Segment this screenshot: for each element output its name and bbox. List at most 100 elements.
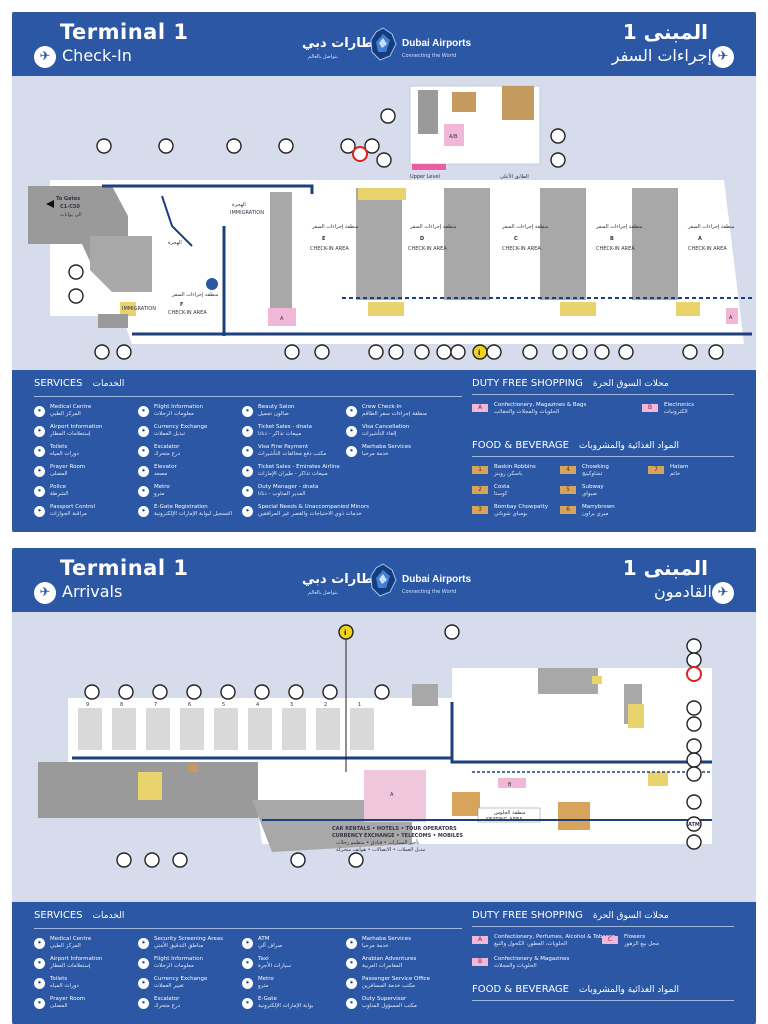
service-label: Special Needs & Unaccompanied Minors [258, 504, 369, 510]
service-label: Duty Supervisor [362, 996, 407, 1002]
taxi-icon: • [242, 958, 253, 969]
northeast-shop-yellow [592, 676, 602, 684]
service-label: Escalator [154, 444, 180, 450]
toilets-map-icon-west [68, 288, 84, 304]
service-label-arabic: دورات المياه [50, 451, 79, 457]
food-outlet-code: 7 [648, 466, 664, 474]
logo-arabic-tagline: نتواصل بالعالم [308, 54, 338, 60]
arrivals-subtitle-arabic: القادمون [654, 582, 712, 601]
service-label: Currency Exchange [154, 976, 208, 982]
belt-9-icon [84, 684, 100, 700]
service-label-arabic: المركز الطبي [50, 943, 81, 949]
checkin-map-svg: A/B Upper Level الطابق الأعلى To Gates C… [28, 85, 752, 360]
flight-info-map-icon-2 [226, 138, 242, 154]
currency-map-icon-arr-2 [686, 752, 702, 768]
toilets-icon: • [34, 978, 45, 989]
fb-rule [472, 456, 734, 457]
checkin-floor-map: A/B Upper Level الطابق الأعلى To Gates C… [12, 76, 756, 370]
food-outlet-name-arabic: باسكن روبنز [494, 471, 523, 477]
food-outlet-name-arabic: ميري براون [582, 511, 609, 517]
toilets-map-icon-5 [682, 344, 698, 360]
area-c-code: C [514, 236, 518, 242]
service-label: Marhaba Services [362, 936, 411, 942]
seating-label-ar: منطقة الجلوس [494, 810, 526, 816]
seating-area [477, 807, 541, 823]
area-e-code: E [322, 236, 326, 242]
belt-9 [78, 708, 102, 750]
flight-info-map-icon-west [68, 264, 84, 280]
prayer-map-icon-arr [686, 716, 702, 732]
island-divider-left [270, 192, 292, 316]
area-e-label: CHECK-IN AREA [310, 246, 349, 252]
prayer-icon: • [34, 998, 45, 1009]
belt-8-icon [118, 684, 134, 700]
dutyfree-title-ar: محلات السوق الحرة [592, 379, 669, 389]
crew-icon: • [346, 406, 357, 417]
security-icon: • [138, 938, 149, 949]
belt-5 [214, 708, 238, 750]
service-label-arabic: مناطق التدقيق الأمني [154, 943, 204, 949]
toilets-map-icon-upper [380, 108, 396, 124]
service-label: Visa Fine Payment [258, 444, 309, 450]
currency-map-icon-arr [686, 652, 702, 668]
food-outlet-code: 3 [472, 506, 488, 514]
area-e-ar: منطقة إجراءات السفر [311, 224, 359, 230]
west-building [90, 236, 152, 292]
service-label-arabic: دورات المياه [50, 983, 79, 989]
immigration-label-ar: الهجرة [232, 202, 246, 208]
currency-map-icon [364, 138, 380, 154]
service-label-arabic: خدمة مرحبا [362, 451, 389, 457]
service-label-arabic: المدير المناوب - دناتا [258, 491, 306, 497]
flight-info-map-icon [158, 138, 174, 154]
belt-4-label: 4 [256, 702, 259, 708]
area-b-code: B [610, 236, 614, 242]
logo-english-tagline-2: Connecting the World [402, 589, 457, 595]
checkin-title: Terminal 1 [60, 20, 189, 44]
currency-icon: • [138, 426, 149, 437]
arr-fb-rule [472, 1000, 734, 1001]
belt-5-icon [220, 684, 236, 700]
upper-level-shop [418, 90, 438, 134]
area-f-ar: منطقة إجراءات السفر [171, 292, 219, 298]
area-b-ar: منطقة إجراءات السفر [595, 224, 643, 230]
area-d-labels: منطقة إجراءات السفر D CHECK-IN AREA [408, 224, 457, 252]
map-icons-bottom: i [94, 146, 724, 360]
arr-dutyfree-title-en: DUTY FREE SHOPPING [472, 910, 583, 921]
toilets-map-icon-arr [686, 700, 702, 716]
service-label: E-Gate [258, 996, 277, 1002]
fb-title-en: FOOD & BEVERAGE [472, 440, 569, 451]
checkin-subtitle: Check-In [62, 46, 132, 65]
arrivals-subtitle: Arrivals [62, 582, 123, 601]
passport-icon: • [34, 506, 45, 517]
immigration-label-2: IMMIGRATION [122, 306, 156, 312]
arr-services-title-en: SERVICES [34, 910, 83, 921]
arrivals-info-map-icon [338, 624, 354, 640]
belt-1-icon [374, 684, 390, 700]
map-icons-top [68, 108, 566, 304]
visa-fine-icon: • [242, 446, 253, 457]
elevator-icon: • [138, 466, 149, 477]
food-outlet-name: Baskin Robbins [494, 464, 536, 470]
prayer-map-icon-upper [550, 128, 566, 144]
prayer-map-icon [116, 344, 132, 360]
belt-1-label: 1 [358, 702, 361, 708]
belt-7 [146, 708, 170, 750]
passport-map-icon [94, 344, 110, 360]
police-icon: • [34, 486, 45, 497]
checkin-map-panel: ✈ Terminal 1 Check-In مطارات دبي نتواصل … [12, 12, 756, 532]
currency-map-icon-arr-4 [348, 852, 364, 868]
service-label-arabic: تبديل العملات [154, 431, 186, 437]
arr-services-rule [34, 928, 462, 929]
egate-icon: • [242, 998, 253, 1009]
shop-code: A [472, 936, 488, 944]
atm-map-label: ATM [688, 822, 700, 828]
logo-arabic-tagline-2: نتواصل بالعالم [308, 590, 338, 596]
island-d [444, 188, 490, 300]
